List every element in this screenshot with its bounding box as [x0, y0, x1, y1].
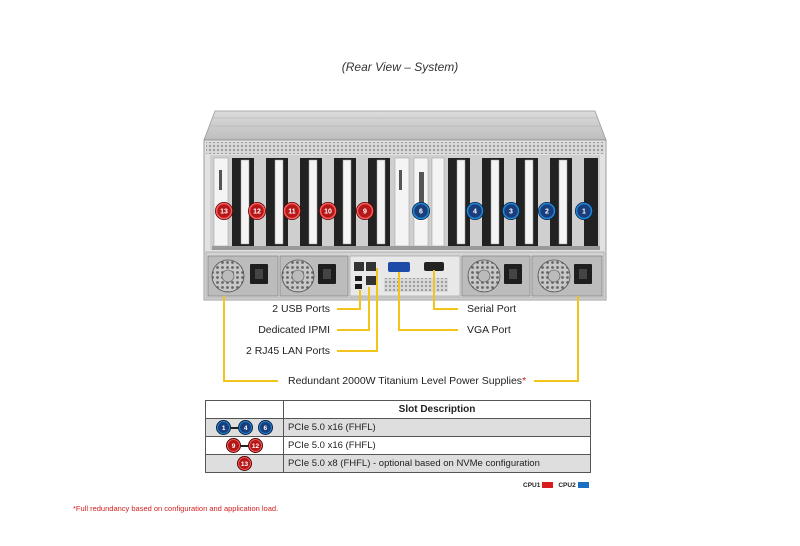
- slot-badge-icon: 9: [227, 439, 240, 452]
- callout-lines: [223, 268, 579, 382]
- legend-swatch-cpu2: [577, 482, 589, 489]
- chassis-top: [203, 110, 607, 141]
- range-dash: [241, 444, 248, 447]
- io-panel: [349, 255, 461, 297]
- cpu-legend: CPU1 CPU2: [523, 482, 594, 489]
- callout-line-psu-right: [534, 296, 579, 382]
- slot-badge-13: [215, 202, 233, 220]
- diagram-title: (Rear View – System): [341, 60, 459, 74]
- slot-badge-3: [502, 202, 520, 220]
- pcie-slot-area: [210, 155, 600, 250]
- slot-description: PCIe 5.0 x16 (FHFL): [283, 418, 591, 437]
- slot-badge-label: 9: [363, 209, 367, 216]
- slot-badge-label: 13: [220, 209, 228, 216]
- power-supply-1: [207, 255, 279, 297]
- callout-line-lan: [337, 268, 378, 352]
- table-header-slot-description: Slot Description: [283, 400, 591, 419]
- slot-badge-group: 13 12 11 10 9 6 4 3 2 1: [215, 202, 593, 220]
- callout-rj45-lan-ports: 2 RJ45 LAN Ports: [245, 345, 330, 357]
- slot-badges-cell: 13: [205, 454, 284, 473]
- slot-badge-label: 1: [582, 209, 586, 216]
- slot-badges-cell: 9 12: [205, 436, 284, 455]
- serial-port: [424, 262, 444, 271]
- slot-badge-icon: 6: [258, 421, 272, 434]
- slot-description: PCIe 5.0 x16 (FHFL): [283, 436, 591, 455]
- slot-badge-icon: 4: [239, 421, 253, 434]
- power-supply-4: [531, 255, 603, 297]
- slot-badge-icon: 1: [217, 421, 231, 434]
- callout-power-supplies-asterisk: *: [522, 375, 527, 387]
- slot-badge-10: [319, 202, 337, 220]
- callout-power-supplies: Redundant 2000W Titanium Level Power Sup…: [288, 375, 526, 387]
- slot-badge-label: 11: [288, 209, 296, 216]
- callout-line-serial: [433, 270, 458, 310]
- callout-serial-port: Serial Port: [467, 303, 517, 315]
- slot-badge-2: [538, 202, 556, 220]
- slot-badge-icon: 13: [238, 457, 251, 470]
- slot-badge-label: 6: [419, 209, 423, 216]
- slot-badge-label: 12: [253, 209, 261, 216]
- power-supply-3: [461, 255, 531, 297]
- callout-power-supplies-label: Redundant 2000W Titanium Level Power Sup…: [288, 375, 523, 387]
- callout-line-psu-left: [223, 296, 278, 382]
- slot-badge-6: [412, 202, 430, 220]
- table-row: 13 PCIe 5.0 x8 (FHFL) - optional based o…: [205, 454, 591, 473]
- rj45-port-1: [354, 262, 364, 271]
- table-row: 9 12 PCIe 5.0 x16 (FHFL): [205, 436, 591, 455]
- slot-badge-label: 10: [324, 209, 332, 216]
- vga-port: [388, 262, 410, 272]
- footnote: *Full redundancy based on configuration …: [73, 504, 279, 513]
- io-row: [205, 251, 605, 299]
- range-dash: [231, 426, 239, 429]
- slot-badge-label: 2: [545, 209, 549, 216]
- callout-usb-ports: 2 USB Ports: [272, 303, 330, 315]
- legend-label-cpu1: CPU1: [523, 482, 541, 489]
- slot-badge-4: [466, 202, 484, 220]
- slot-badge-label: 4: [473, 209, 477, 216]
- slot-description: PCIe 5.0 x8 (FHFL) - optional based on N…: [283, 454, 591, 473]
- legend-label-cpu2: CPU2: [558, 482, 576, 489]
- slot-badge-11: [283, 202, 301, 220]
- callout-line-ipmi: [337, 287, 370, 331]
- ipmi-port: [366, 276, 376, 285]
- callout-line-usb: [337, 290, 361, 310]
- power-supply-2: [279, 255, 349, 297]
- legend-swatch-cpu1: [542, 482, 554, 489]
- callout-vga-port: VGA Port: [467, 324, 511, 336]
- usb-port-2: [355, 284, 362, 289]
- usb-port-1: [355, 276, 362, 281]
- slot-badge-12: [248, 202, 266, 220]
- slot-badge-label: 3: [509, 209, 513, 216]
- slot-badge-icon: 12: [249, 439, 262, 452]
- slot-badge-1: [575, 202, 593, 220]
- callout-dedicated-ipmi: Dedicated IPMI: [258, 324, 330, 336]
- table-header-blank: [205, 400, 284, 419]
- slot-badge-9: [356, 202, 374, 220]
- rj45-port-2: [366, 262, 376, 271]
- callout-line-vga: [398, 272, 458, 331]
